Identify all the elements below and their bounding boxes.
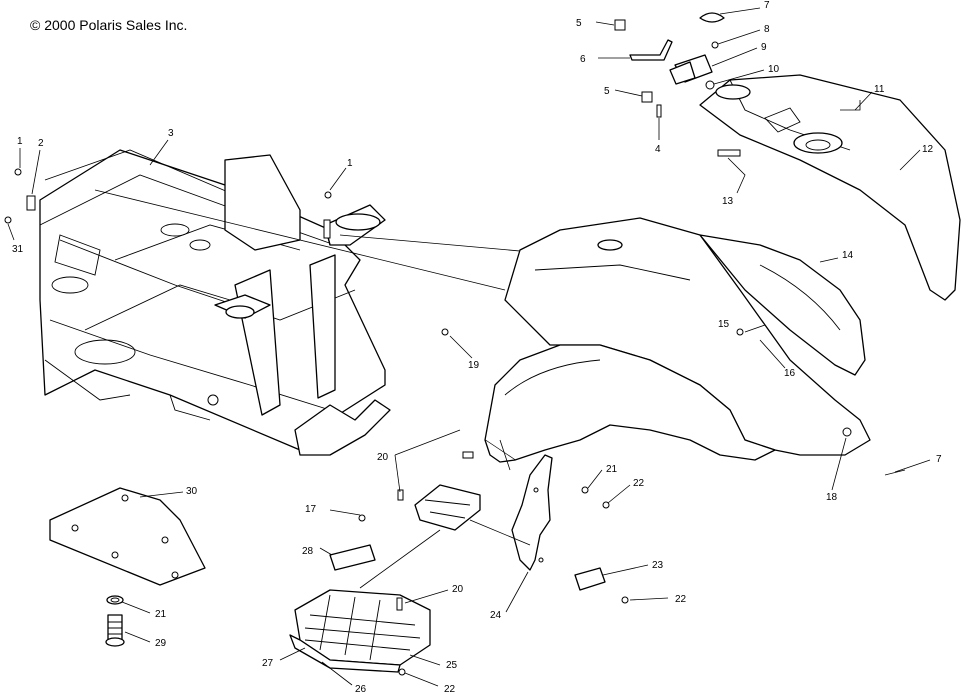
screw-part-8 (711, 41, 719, 49)
bracket-part-6 (629, 39, 673, 61)
callout-7: 7 (764, 0, 770, 11)
screw-part-17a (358, 514, 366, 522)
callout-24: 24 (490, 610, 502, 621)
callout-5: 5 (604, 86, 610, 97)
part-7-screw (884, 469, 906, 476)
callout-15: 15 (718, 319, 730, 330)
callout-7: 7 (936, 454, 942, 465)
screw-part-31 (4, 216, 12, 224)
callout-4: 4 (655, 144, 661, 155)
callout-20: 20 (377, 452, 389, 463)
screw-part-19 (441, 328, 449, 336)
fender-lower-part-16 (484, 344, 852, 463)
callout-30: 30 (186, 486, 198, 497)
washer-part-21b (581, 486, 589, 494)
callout-13: 13 (722, 196, 734, 207)
mud-flap-part-24 (511, 454, 553, 571)
callout-9: 9 (761, 42, 767, 53)
callout-16: 16 (784, 368, 796, 379)
screw-part-1b (324, 191, 332, 199)
clip-part-5a (614, 19, 626, 31)
callout-22: 22 (444, 684, 456, 694)
callout-21: 21 (155, 609, 167, 620)
bracket-part-13 (717, 149, 741, 157)
callout-29: 29 (155, 638, 167, 649)
callout-labels: 1 1 2 3 4 5 5 6 7 7 8 9 10 11 12 13 14 1… (12, 0, 942, 694)
footrest-part-25 (289, 589, 431, 673)
headlight-bracket-parts (614, 12, 725, 118)
nut-part-10 (705, 80, 715, 90)
front-fender-part-14 (504, 217, 871, 456)
part-11-line (840, 100, 861, 111)
clip-part-2 (26, 195, 36, 211)
callout-19: 19 (468, 360, 480, 371)
frame-assembly (39, 149, 391, 456)
clip-part-5b (641, 91, 653, 103)
callout-11: 11 (874, 84, 885, 95)
callout-25: 25 (446, 660, 458, 671)
washer-part-21 (106, 595, 124, 605)
screw-part-4 (656, 104, 662, 118)
bulb-part-7 (699, 12, 725, 23)
callout-1: 1 (347, 158, 353, 169)
callout-26: 26 (355, 684, 367, 694)
callout-14: 14 (842, 250, 854, 261)
callout-10: 10 (768, 64, 780, 75)
heel-guard-part-28 (329, 544, 376, 571)
screw-part-1a (14, 168, 22, 176)
bracket-part-23 (574, 567, 606, 591)
nut-part-22c (398, 668, 406, 676)
callout-21: 21 (606, 464, 618, 475)
callout-27: 27 (262, 658, 274, 669)
screw-part-18 (842, 427, 852, 437)
bolt-part-29 (105, 614, 125, 647)
frame-to-fender-line (94, 189, 506, 291)
callout-31: 31 (12, 244, 24, 255)
callout-2: 2 (38, 138, 44, 149)
callout-3: 3 (168, 128, 174, 139)
callout-12: 12 (922, 144, 934, 155)
screw-part-15 (736, 328, 744, 336)
copyright-text: © 2000 Polaris Sales Inc. (30, 17, 187, 33)
callout-5: 5 (576, 18, 582, 29)
footrest-bracket (414, 484, 481, 531)
screw-part-20c (396, 597, 403, 611)
callout-18: 18 (826, 492, 838, 503)
callout-17: 17 (305, 504, 317, 515)
rear-rack-part-12 (699, 74, 961, 301)
nut-part-22b (621, 596, 629, 604)
callout-23: 23 (652, 560, 664, 571)
screw-part-20b (397, 489, 404, 501)
callout-8: 8 (764, 24, 770, 35)
screw-part-20a (462, 451, 474, 459)
leader-lines (7, 7, 931, 687)
callout-20: 20 (452, 584, 464, 595)
skid-plate-part-30 (49, 487, 206, 586)
callout-1: 1 (17, 136, 23, 147)
callout-6: 6 (580, 54, 586, 65)
callout-22: 22 (675, 594, 687, 605)
nut-part-22a (602, 501, 610, 509)
callout-22: 22 (633, 478, 645, 489)
callout-28: 28 (302, 546, 314, 557)
